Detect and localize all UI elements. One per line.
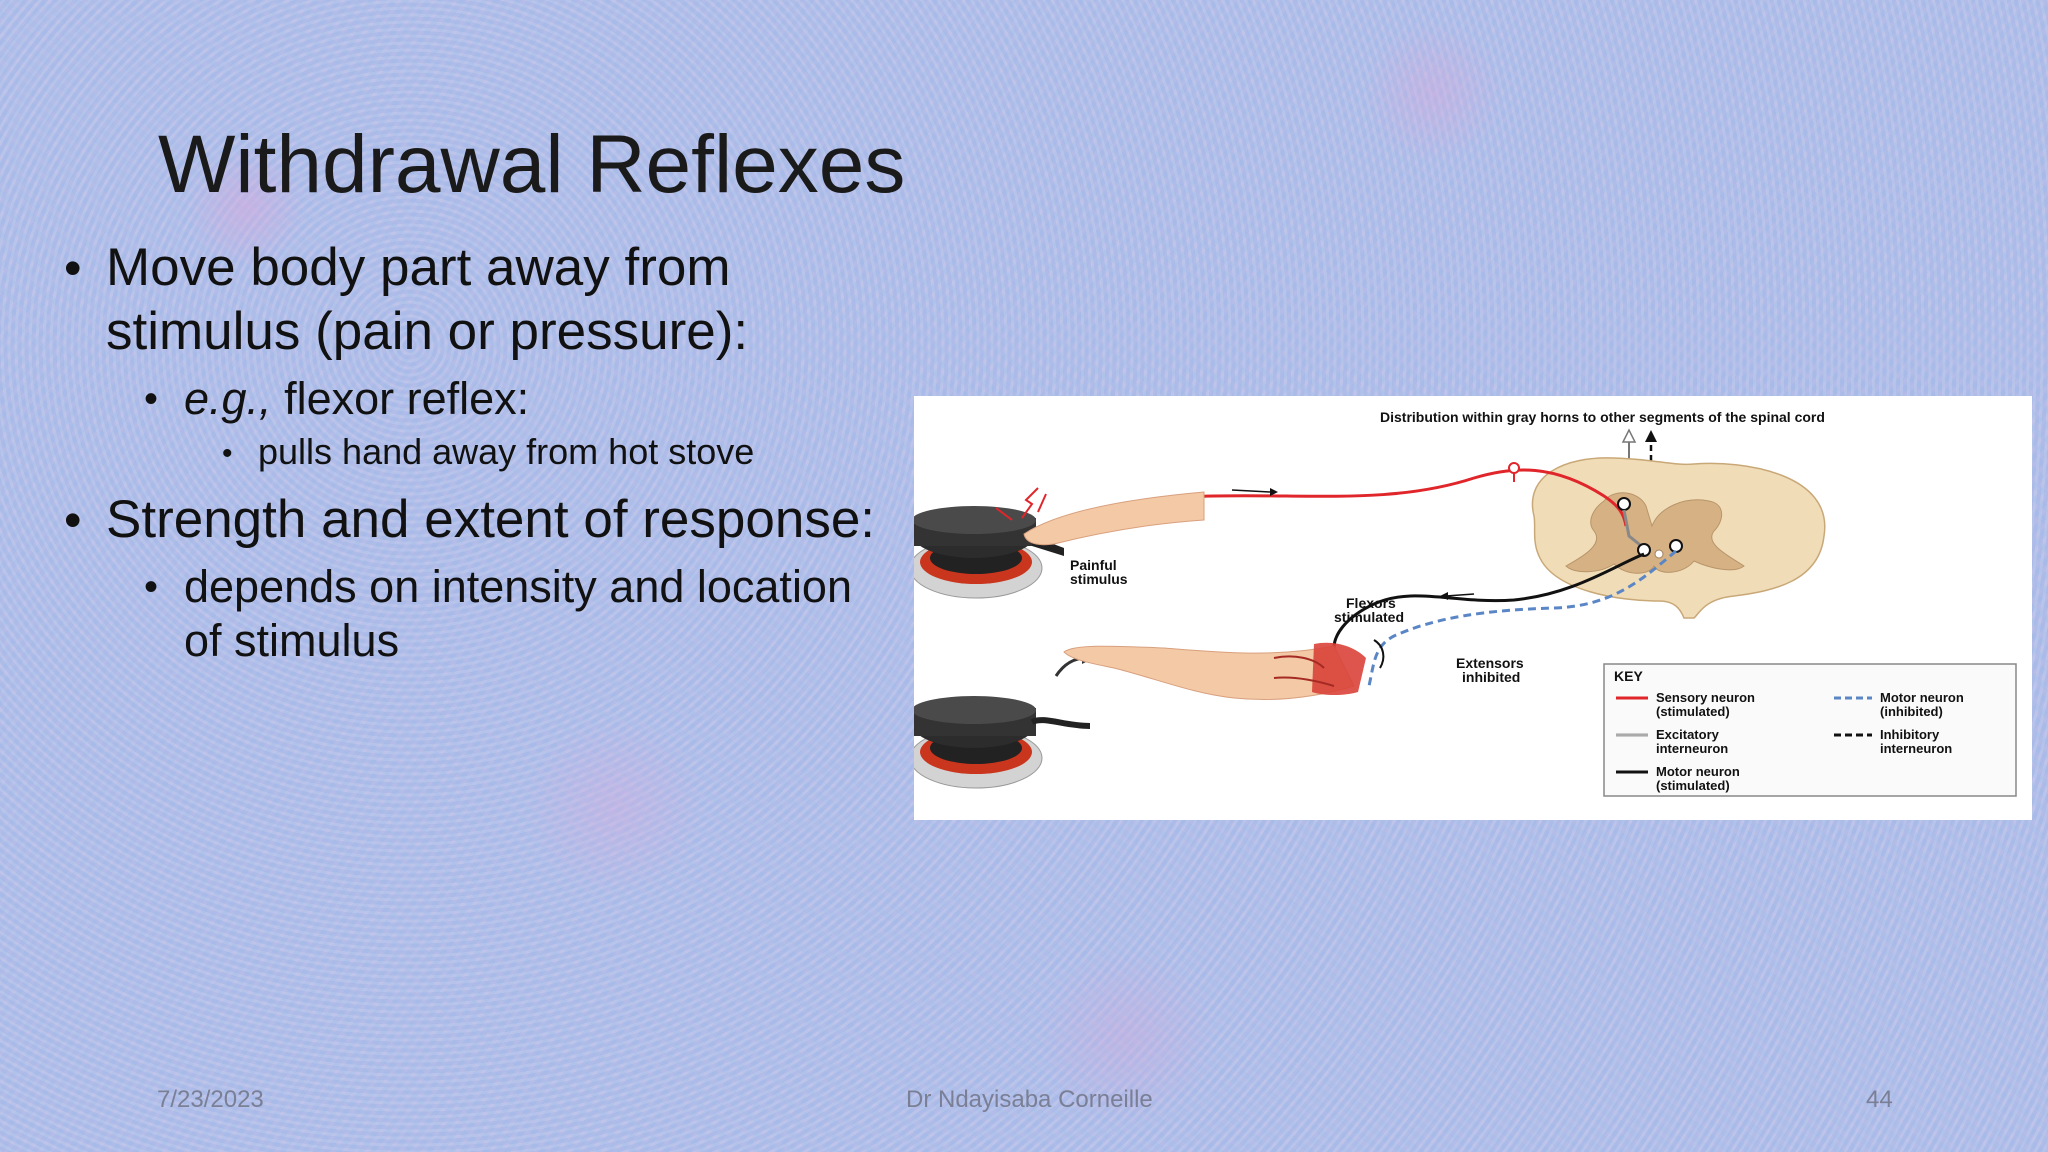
bullet-text: pulls hand away from hot stove (258, 431, 755, 472)
bullet-text: Move body part away from stimulus (pain … (106, 238, 749, 361)
painful-stimulus-label-line1: Painful (1070, 557, 1117, 573)
sub-sub-bullet-item: • pulls hand away from hot stove (222, 430, 924, 474)
key-title: KEY (1614, 668, 1643, 684)
painful-stimulus-label-line2: stimulus (1070, 571, 1128, 587)
key-excitatory-line1: Excitatory (1656, 727, 1720, 742)
bullet-dot-icon: • (64, 240, 82, 296)
extensors-label-line2: inhibited (1462, 669, 1520, 685)
key-motor-stim-line2: (stimulated) (1656, 778, 1730, 793)
key-inhibitory-line1: Inhibitory (1880, 727, 1940, 742)
key-sensory-line1: Sensory neuron (1656, 690, 1755, 705)
bullet-text: flexor reflex: (271, 373, 530, 424)
bullet-dot-icon: • (144, 377, 159, 421)
bullet-dot-icon: • (144, 565, 159, 609)
top-distribution-label: Distribution within gray horns to other … (1380, 409, 1825, 425)
key-sensory-line2: (stimulated) (1656, 704, 1730, 719)
bullet-text-italic: e.g., (184, 373, 272, 424)
withdrawal-reflex-diagram: Distribution within gray horns to other … (914, 396, 2032, 820)
withdrawn-hand-illustration (914, 639, 1385, 789)
key-inhibitory-line2: interneuron (1880, 741, 1952, 756)
hand-on-pan-illustration: Painful stimulus (914, 487, 1205, 599)
sub-bullet-item: • e.g., flexor reflex: (144, 372, 924, 426)
footer-page-number: 44 (1866, 1086, 1893, 1113)
footer-date: 7/23/2023 (157, 1086, 264, 1113)
sub-bullet-item: • depends on intensity and location of s… (144, 560, 884, 668)
bullet-dot-icon: • (222, 437, 233, 470)
bullet-dot-icon: • (64, 492, 82, 548)
footer-author: Dr Ndayisaba Corneille (906, 1086, 1153, 1113)
key-motor-stim-line1: Motor neuron (1656, 764, 1740, 779)
key-motor-inh-line1: Motor neuron (1880, 690, 1964, 705)
key-legend: KEY Sensory neuron (stimulated) Excitato… (1603, 663, 2017, 797)
key-excitatory-line2: interneuron (1656, 741, 1728, 756)
flexors-label-line1: Flexors (1346, 595, 1396, 611)
interneurons (1617, 497, 1683, 557)
slide-title: Withdrawal Reflexes (158, 119, 906, 210)
bullet-text: depends on intensity and location of sti… (184, 561, 852, 666)
flexors-label-line2: stimulated (1334, 609, 1404, 625)
bullet-list: • Move body part away from stimulus (pai… (64, 236, 924, 672)
bullet-item: • Strength and extent of response: (64, 488, 924, 552)
bullet-item: • Move body part away from stimulus (pai… (64, 236, 924, 364)
bullet-text: Strength and extent of response: (106, 490, 876, 549)
diagram-svg: Distribution within gray horns to other … (914, 409, 2017, 797)
key-motor-inh-line2: (inhibited) (1880, 704, 1943, 719)
extensors-label-line1: Extensors (1456, 655, 1524, 671)
